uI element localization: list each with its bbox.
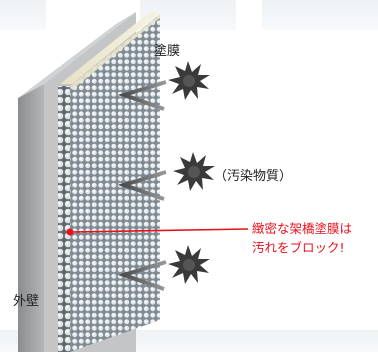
deflection-arrows (117, 80, 167, 291)
deflection-arrow-icon (117, 170, 167, 201)
coating-label: 塗膜 (154, 44, 181, 59)
deflection-arrow-icon (117, 260, 167, 291)
callout-text-line-2: 汚れをブロック! (252, 240, 345, 255)
pollutant-particles (168, 61, 215, 284)
callout-leader (66, 228, 249, 236)
wall-label: 外壁 (13, 294, 40, 309)
callout-text-line-1: 緻密な架橋塗膜は (252, 221, 353, 236)
deflection-arrow-icon (117, 80, 167, 111)
pollutant-label: （汚染物質） (214, 169, 293, 184)
callout-dot (66, 228, 74, 236)
